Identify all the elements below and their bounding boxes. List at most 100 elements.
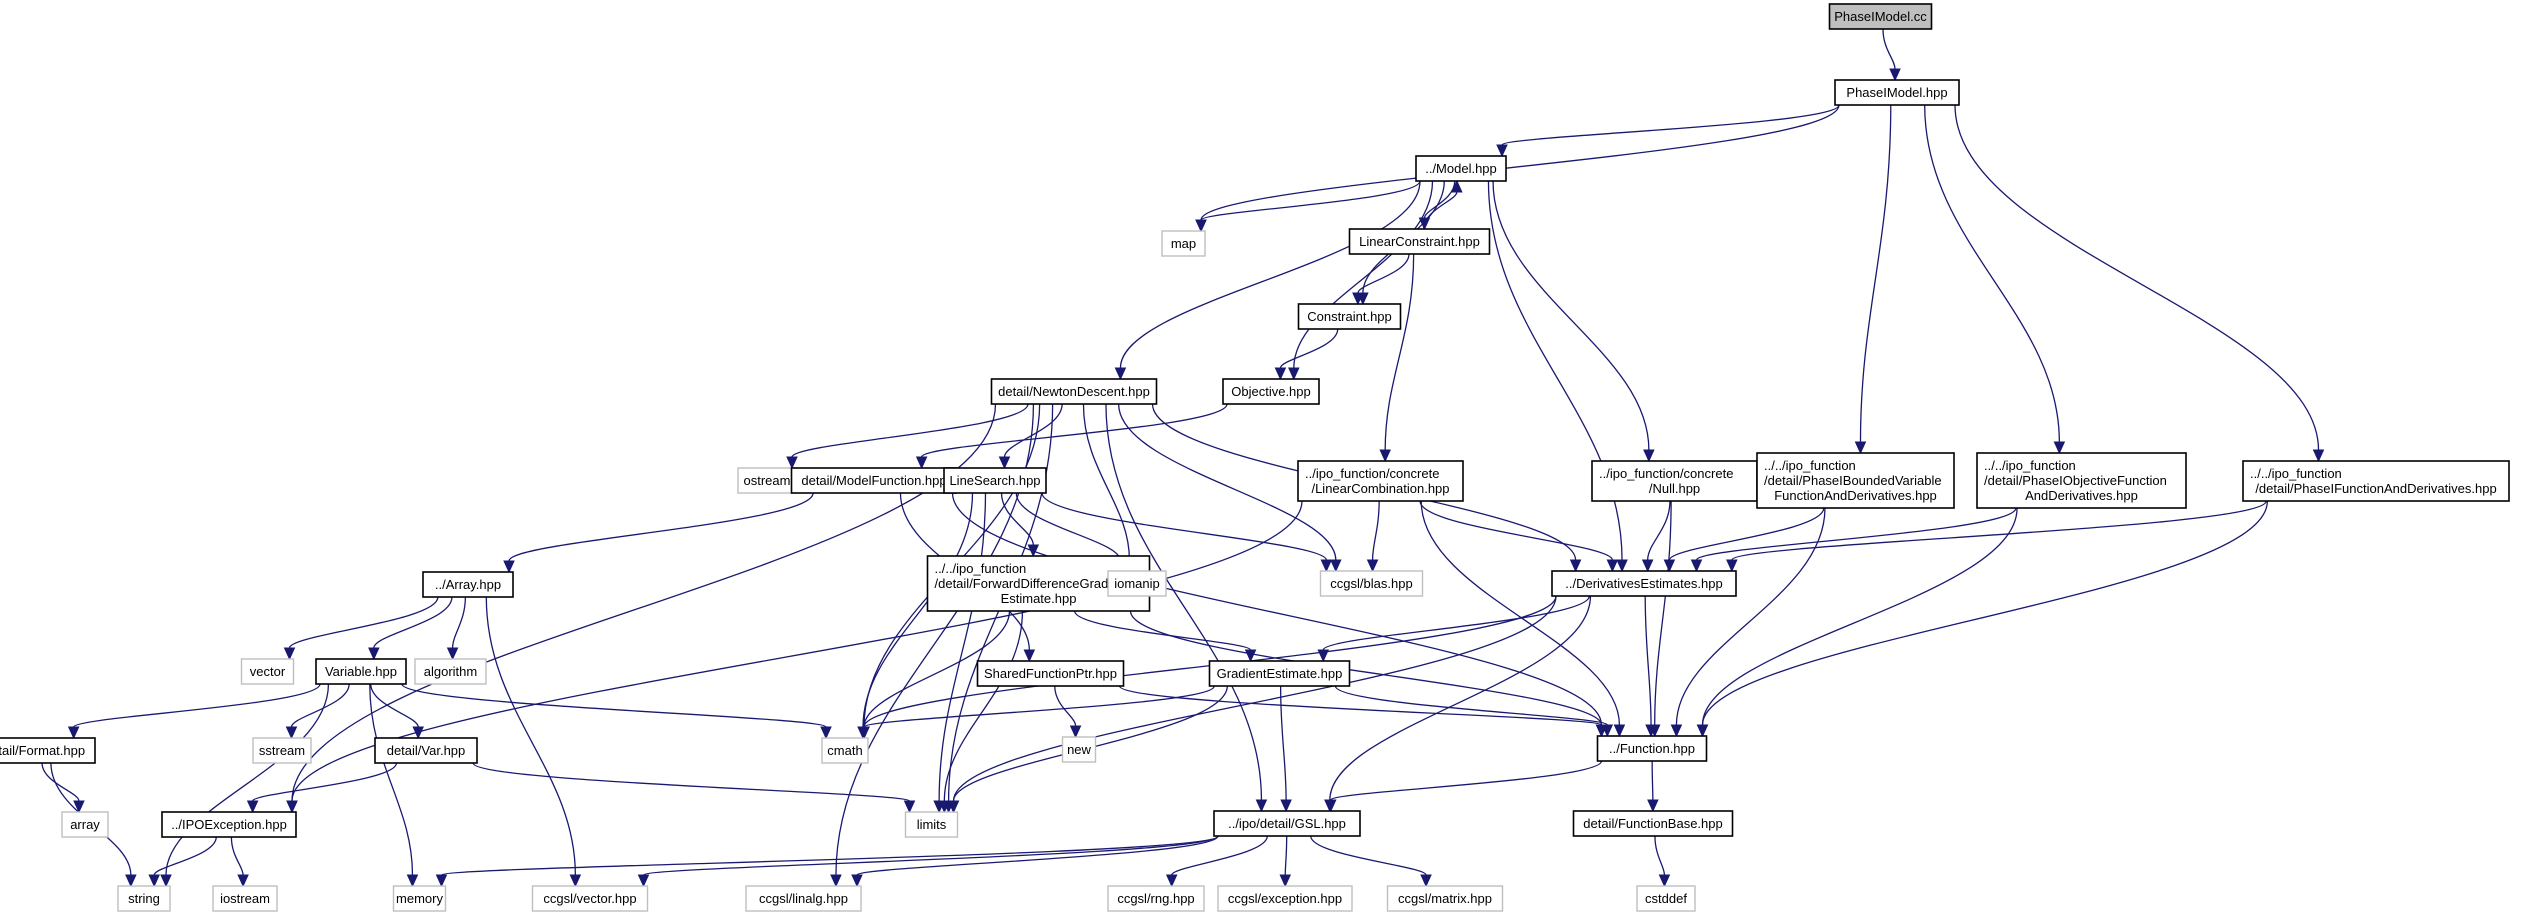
- arrowhead-icon: [1420, 874, 1432, 888]
- node-box[interactable]: [0, 737, 96, 764]
- node-vechpp[interactable]: ccgsl/vector.hpp: [531, 885, 649, 912]
- node-box[interactable]: [1386, 885, 1504, 912]
- node-box[interactable]: [1297, 303, 1402, 330]
- node-box[interactable]: [1596, 735, 1708, 762]
- node-box[interactable]: [790, 467, 958, 494]
- node-box[interactable]: [252, 737, 312, 764]
- node-box[interactable]: [374, 737, 478, 764]
- node-function[interactable]: ../Function.hpp: [1596, 735, 1708, 762]
- arrowhead-icon: [1645, 724, 1657, 738]
- node-box[interactable]: [1551, 570, 1737, 597]
- node-new[interactable]: new: [1061, 736, 1097, 763]
- node-label: detail/Format.hpp: [0, 743, 85, 758]
- node-exception[interactable]: ccgsl/exception.hpp: [1217, 885, 1353, 912]
- node-limits[interactable]: limits: [904, 811, 959, 838]
- node-box[interactable]: [422, 571, 514, 598]
- node-box[interactable]: [1208, 660, 1351, 687]
- node-sfp[interactable]: SharedFunctionPtr.hpp: [976, 660, 1125, 687]
- node-box[interactable]: [1636, 885, 1696, 912]
- node-box[interactable]: [926, 555, 1151, 612]
- node-pof[interactable]: ../../ipo_function/detail/PhaseIObjectiv…: [1976, 452, 2187, 509]
- node-iomanip[interactable]: iomanip: [1107, 570, 1167, 597]
- node-derest[interactable]: ../DerivativesEstimates.hpp: [1551, 570, 1737, 597]
- node-newton[interactable]: detail/NewtonDescent.hpp: [990, 378, 1158, 405]
- node-box[interactable]: [1756, 452, 1955, 509]
- node-modelfn[interactable]: detail/ModelFunction.hpp: [790, 467, 958, 494]
- node-fnbase[interactable]: detail/FunctionBase.hpp: [1572, 810, 1734, 837]
- node-null[interactable]: ../ipo_function/concrete/Null.hpp: [1591, 460, 1758, 502]
- node-memory[interactable]: memory: [392, 885, 447, 912]
- node-box[interactable]: [821, 737, 869, 764]
- node-box[interactable]: [943, 467, 1047, 494]
- node-box[interactable]: [240, 658, 295, 685]
- node-box[interactable]: [1976, 452, 2187, 509]
- node-constraint[interactable]: Constraint.hpp: [1297, 303, 1402, 330]
- node-root[interactable]: PhaseIModel.cc: [1828, 3, 1933, 30]
- node-fdge[interactable]: ../../ipo_function/detail/ForwardDiffere…: [926, 555, 1151, 612]
- node-variable[interactable]: Variable.hpp: [315, 658, 407, 685]
- node-matrix[interactable]: ccgsl/matrix.hpp: [1386, 885, 1504, 912]
- node-var[interactable]: detail/Var.hpp: [374, 737, 478, 764]
- node-model[interactable]: ../Model.hpp: [1415, 155, 1507, 182]
- node-box[interactable]: [1213, 810, 1361, 837]
- node-box[interactable]: [1348, 228, 1491, 255]
- node-box[interactable]: [1161, 230, 1206, 257]
- node-box[interactable]: [1591, 460, 1758, 502]
- node-format[interactable]: detail/Format.hpp: [0, 737, 96, 764]
- arrowhead-icon: [1325, 799, 1337, 813]
- node-box[interactable]: [904, 811, 959, 838]
- node-box[interactable]: [1222, 378, 1320, 405]
- node-phm[interactable]: PhaseIModel.hpp: [1834, 79, 1960, 106]
- node-box[interactable]: [1319, 570, 1424, 597]
- node-box[interactable]: [1415, 155, 1507, 182]
- node-box[interactable]: [1107, 570, 1167, 597]
- node-linesearch[interactable]: LineSearch.hpp: [943, 467, 1047, 494]
- node-arr[interactable]: array: [61, 811, 109, 838]
- node-sstream[interactable]: sstream: [252, 737, 312, 764]
- node-blas[interactable]: ccgsl/blas.hpp: [1319, 570, 1424, 597]
- node-box[interactable]: [1217, 885, 1353, 912]
- node-box[interactable]: [2242, 460, 2510, 502]
- node-map[interactable]: map: [1161, 230, 1206, 257]
- node-cstddef[interactable]: cstddef: [1636, 885, 1696, 912]
- edge-lincomb-to-derest: [1419, 500, 1614, 561]
- node-box[interactable]: [414, 658, 487, 685]
- node-box[interactable]: [1297, 460, 1464, 502]
- node-linalg[interactable]: ccgsl/linalg.hpp: [745, 885, 862, 912]
- node-gsl[interactable]: ../ipo/detail/GSL.hpp: [1213, 810, 1361, 837]
- node-box[interactable]: [976, 660, 1125, 687]
- node-box[interactable]: [1107, 885, 1205, 912]
- node-string[interactable]: string: [117, 885, 171, 912]
- node-lincon[interactable]: LinearConstraint.hpp: [1348, 228, 1491, 255]
- node-box[interactable]: [392, 885, 447, 912]
- node-box[interactable]: [1834, 79, 1960, 106]
- node-label: ../DerivativesEstimates.hpp: [1565, 576, 1723, 591]
- node-gradest[interactable]: GradientEstimate.hpp: [1208, 660, 1351, 687]
- node-rng[interactable]: ccgsl/rng.hpp: [1107, 885, 1205, 912]
- node-vector[interactable]: vector: [240, 658, 295, 685]
- node-iostream[interactable]: iostream: [212, 885, 278, 912]
- node-label: detail/NewtonDescent.hpp: [998, 384, 1150, 399]
- node-array[interactable]: ../Array.hpp: [422, 571, 514, 598]
- node-box[interactable]: [117, 885, 171, 912]
- node-pfd[interactable]: ../../ipo_function/detail/PhaseIFunction…: [2242, 460, 2510, 502]
- node-objective[interactable]: Objective.hpp: [1222, 378, 1320, 405]
- node-pbv[interactable]: ../../ipo_function/detail/PhaseIBoundedV…: [1756, 452, 1955, 509]
- node-ostream[interactable]: ostream: [737, 467, 797, 494]
- node-box[interactable]: [212, 885, 278, 912]
- node-box[interactable]: [61, 811, 109, 838]
- node-box[interactable]: [745, 885, 862, 912]
- node-box[interactable]: [1061, 736, 1097, 763]
- node-box[interactable]: [1828, 3, 1933, 30]
- node-box[interactable]: [737, 467, 797, 494]
- node-box[interactable]: [161, 811, 297, 838]
- node-box[interactable]: [1572, 810, 1734, 837]
- node-ipoexc[interactable]: ../IPOException.hpp: [161, 811, 297, 838]
- node-algorithm[interactable]: algorithm: [414, 658, 487, 685]
- node-box[interactable]: [990, 378, 1158, 405]
- node-box[interactable]: [531, 885, 649, 912]
- arrowhead-icon: [283, 647, 296, 661]
- node-box[interactable]: [315, 658, 407, 685]
- node-lincomb[interactable]: ../ipo_function/concrete/LinearCombinati…: [1297, 460, 1464, 502]
- node-cmath[interactable]: cmath: [821, 737, 869, 764]
